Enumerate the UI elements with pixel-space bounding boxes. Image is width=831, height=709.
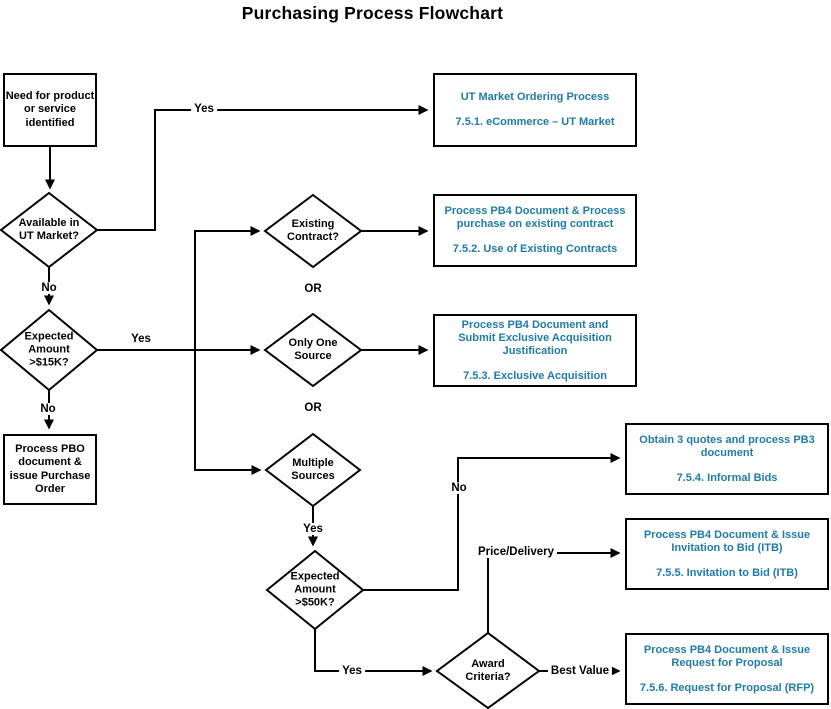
edge-branch-to-existing-contract [194, 226, 261, 350]
edge-label-price-delivery: Price/Delivery [474, 546, 558, 558]
decision-existing-contract [263, 193, 363, 269]
outcome-ref: 7.5.6. Request for Proposal (RFP) [639, 681, 815, 694]
edge-branch-to-multiple-sources [194, 350, 262, 475]
outcome-title: Obtain 3 quotes and process PB3 document [639, 433, 815, 459]
node-start-label: Need for product or service identified [5, 89, 95, 129]
outcome-ref: 7.5.4. Informal Bids [676, 471, 778, 484]
decision-only-one-source [263, 312, 363, 388]
edge-label-yes-15k: Yes [131, 333, 151, 345]
outcome-title: Process PB4 Document & Issue Invitation … [643, 528, 811, 554]
or-label-lower: OR [304, 402, 322, 414]
node-start: Need for product or service identified [3, 73, 97, 147]
or-label-upper: OR [304, 283, 322, 295]
edge-label-yes-ut-market: Yes [191, 103, 217, 115]
edge-50k-yes-to-award [314, 629, 433, 676]
edge-ut-market-yes [97, 105, 429, 231]
edge-label-no-15k: No [37, 403, 59, 415]
node-process-pbo: Process PBO document & issue Purchase Or… [3, 434, 97, 505]
edge-50k-no-to-informal-bids [363, 453, 621, 591]
page-title: Purchasing Process Flowchart [241, 3, 504, 23]
decision-award-criteria-label: Award Criteria? [465, 658, 511, 683]
outcome-title: Process PB4 Document & Process purchase … [444, 205, 626, 230]
outcome-informal-bids: Obtain 3 quotes and process PB3 document… [625, 423, 829, 495]
edge-label-no-ut-market: No [38, 282, 60, 294]
node-process-pbo-label: Process PBO document & issue Purchase Or… [9, 442, 91, 496]
outcome-ref: 7.5.3. Exclusive Acquisition [463, 369, 607, 382]
decision-ut-market-label: Available in UT Market? [18, 217, 80, 242]
edge-label-yes-multiple: Yes [300, 523, 326, 535]
edge-award-price-delivery [487, 548, 621, 633]
edge-label-yes-50k: Yes [339, 665, 365, 677]
outcome-title: Process PB4 Document and Submit Exclusiv… [458, 318, 612, 357]
decision-award-criteria [435, 631, 541, 709]
outcome-ref: 7.5.5. Invitation to Bid (ITB) [656, 566, 798, 579]
outcome-ref: 7.5.1. eCommerce – UT Market [455, 116, 615, 128]
decision-amount-50k-label: Expected Amount >$50K? [290, 570, 340, 609]
outcome-ref: 7.5.2. Use of Existing Contracts [452, 243, 618, 255]
outcome-request-for-proposal: Process PB4 Document & Issue Request for… [625, 633, 829, 705]
decision-existing-contract-label: Existing Contract? [287, 218, 339, 243]
decision-multiple-sources-label: Multiple Sources [291, 457, 335, 482]
decision-only-one-source-label: Only One Source [288, 337, 338, 362]
edge-label-best-value: Best Value [547, 665, 613, 677]
outcome-exclusive-acquisition: Process PB4 Document and Submit Exclusiv… [433, 314, 637, 387]
outcome-title: Process PB4 Document & Issue Request for… [643, 643, 811, 669]
outcome-ut-market-ordering: UT Market Ordering Process 7.5.1. eComme… [433, 73, 637, 147]
decision-amount-15k-label: Expected Amount >$15K? [24, 330, 74, 369]
outcome-existing-contract: Process PB4 Document & Process purchase … [433, 194, 637, 267]
edge-label-no-50k: No [448, 482, 470, 494]
outcome-invitation-to-bid: Process PB4 Document & Issue Invitation … [625, 518, 829, 590]
outcome-title: UT Market Ordering Process [460, 91, 610, 103]
